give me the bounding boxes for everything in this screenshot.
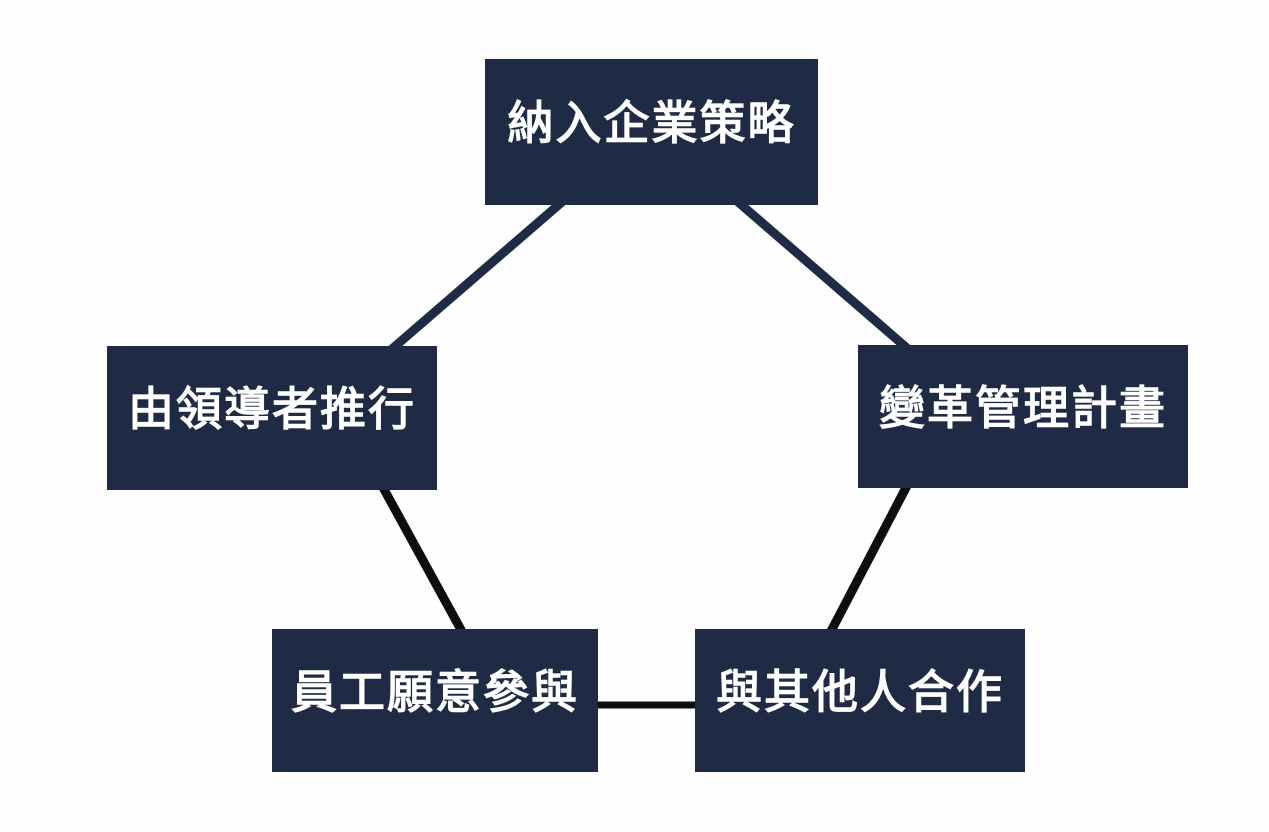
connector-strategy-changeplan [727,191,918,359]
node-strategy-label: 納入企業策略 [507,97,796,149]
connector-changeplan-collaborate [824,477,914,640]
node-leaders: 由領導者推行 [107,346,437,490]
connector-leaders-employees [376,479,469,640]
node-employees: 員工願意參與 [272,629,598,772]
node-collaborate-label: 與其他人合作 [716,665,1004,718]
node-leaders-label: 由領導者推行 [128,383,416,435]
node-change-plan: 變革管理計畫 [858,345,1188,488]
node-collaborate: 與其他人合作 [695,629,1025,772]
node-change-plan-label: 變革管理計畫 [879,381,1167,434]
connector-strategy-leaders [382,191,573,359]
node-strategy: 納入企業策略 [485,59,818,205]
node-employees-label: 員工願意參與 [291,665,579,718]
